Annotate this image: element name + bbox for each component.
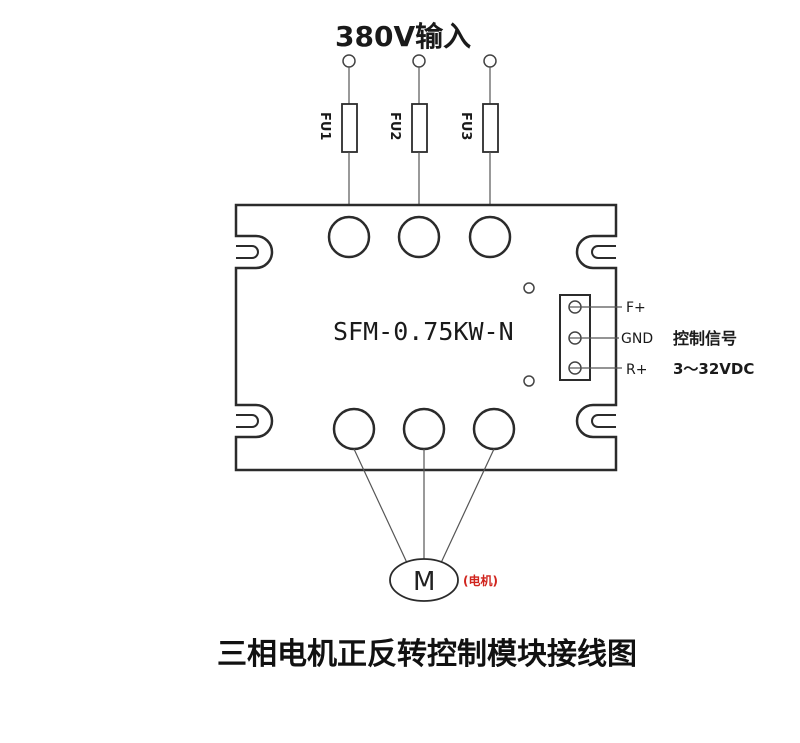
fuse-1 [341,103,358,153]
input-line-1: FU1 [317,54,358,214]
mount-slot-top-left [236,245,259,259]
wire-motor-u [353,448,409,566]
input-terminal-1 [342,54,356,68]
control-screw-3 [568,361,582,375]
motor-symbol: M [413,567,435,597]
input-label: 380V输入 [335,20,471,53]
output-terminal-w [472,407,516,451]
control-signal-title: 控制信号 [673,329,737,348]
output-terminal-u [332,407,376,451]
input-terminal-3 [483,54,497,68]
control-pin-gnd-label: GND [621,331,653,347]
input-line-2: FU2 [387,54,428,214]
motor [389,558,459,602]
fuse-2 [411,103,428,153]
input-terminal-2 [412,54,426,68]
input-terminal-l1 [327,215,371,259]
diagram-caption: 三相电机正反转控制模块接线图 [217,637,637,672]
control-pin-f-label: F+ [626,300,646,316]
control-signal-range: 3～32VDC [673,360,754,378]
mount-slot-bottom-left [236,414,259,428]
input-terminal-l3 [468,215,512,259]
input-terminal-l2 [397,215,441,259]
control-pin-r-label: R+ [626,362,647,378]
module-model: SFM-0.75KW-N [333,317,514,346]
fuse-3 [482,103,499,153]
module-body [234,203,618,472]
control-screw-2 [568,331,582,345]
fuse-3-label: FU3 [458,112,473,140]
fuse-1-label: FU1 [317,112,332,140]
control-screw-1 [568,300,582,314]
mount-slot-bottom-right [591,414,616,428]
output-terminal-v [402,407,446,451]
input-line-3: FU3 [458,54,499,214]
mount-slot-top-right [591,245,616,259]
wire-motor-w [439,448,495,566]
motor-label: (电机) [463,573,498,588]
indicator-hole-top [523,282,535,294]
fuse-2-label: FU2 [387,112,402,140]
indicator-hole-bottom [523,375,535,387]
